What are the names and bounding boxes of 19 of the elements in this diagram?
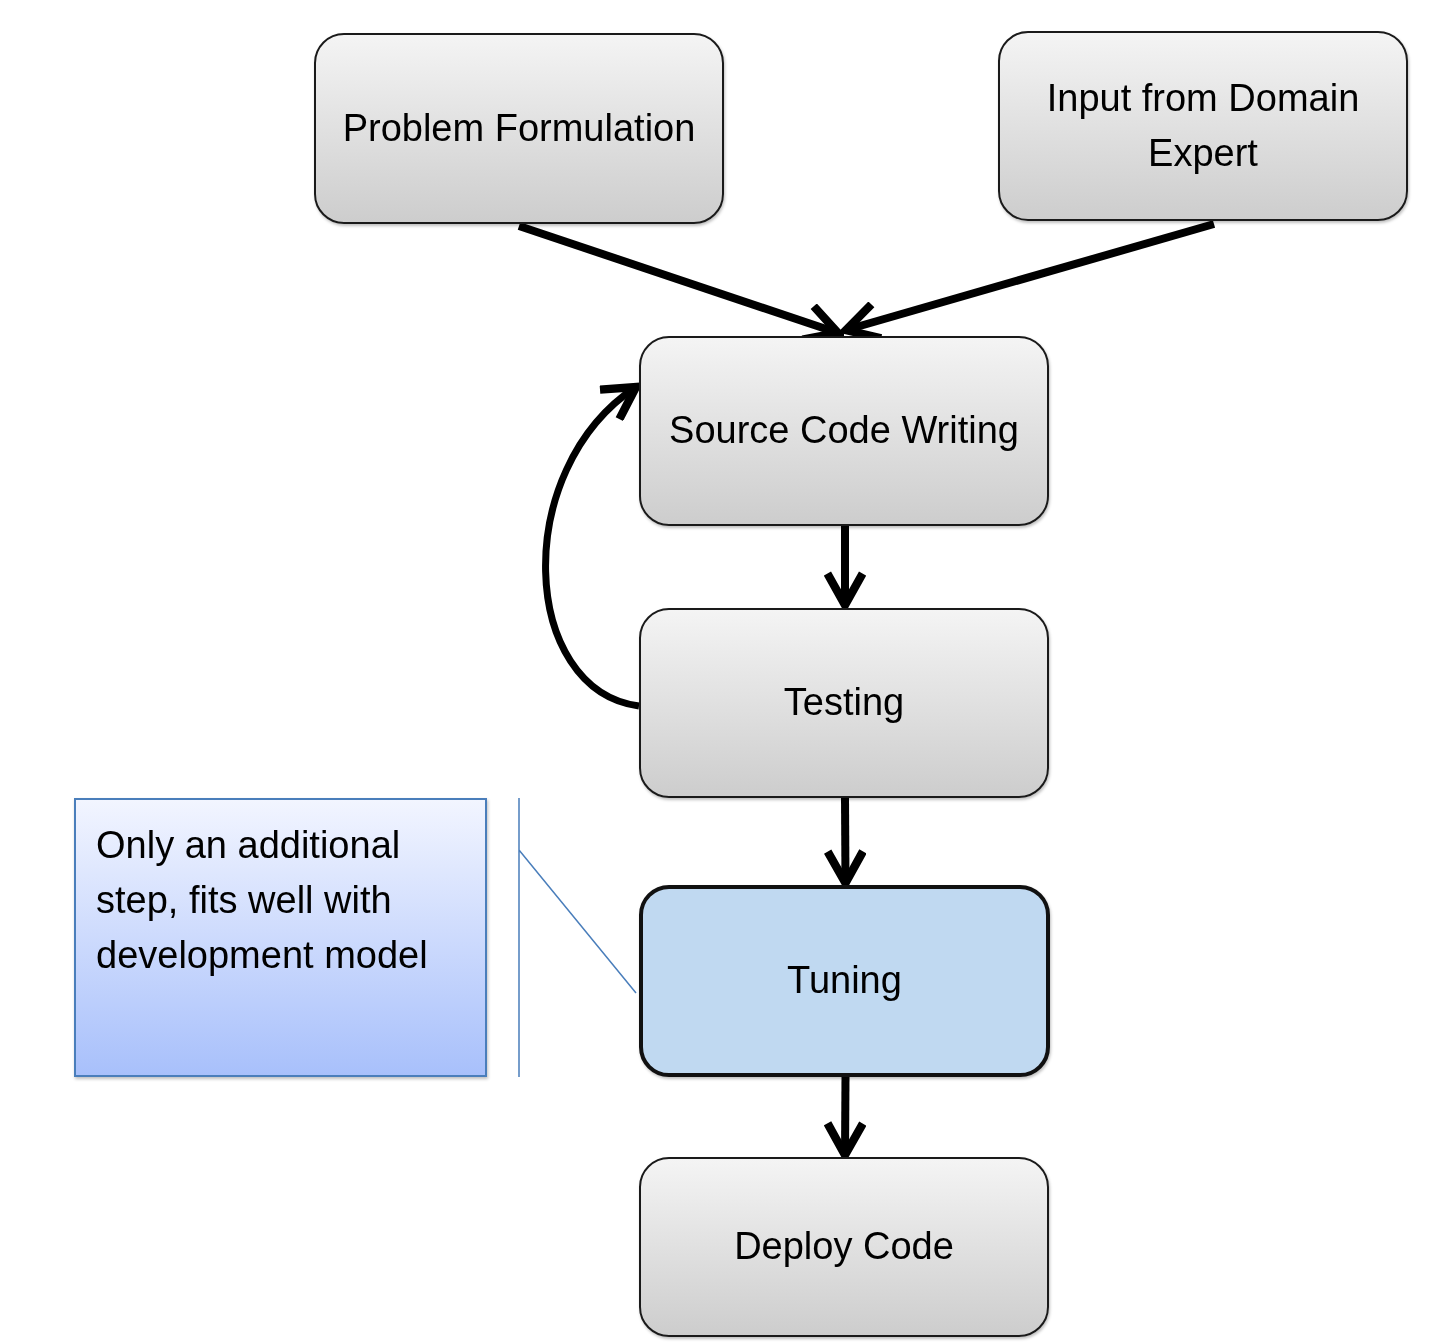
process-box <box>639 1157 1049 1337</box>
process-box <box>639 608 1049 798</box>
callout-box <box>74 798 487 1077</box>
node-label: Source Code Writing <box>669 408 1019 454</box>
process-box <box>314 33 724 224</box>
node-label: Tuning <box>787 958 902 1004</box>
process-box <box>998 31 1408 221</box>
node-label: Only an additional step, fits well with development model <box>96 823 429 979</box>
arrow <box>823 797 868 888</box>
node-label: Problem Formulation <box>342 105 696 151</box>
arrow <box>823 526 867 610</box>
process-box <box>639 336 1049 526</box>
node-label: Testing <box>783 680 905 726</box>
node-label: Input from Domain Expert <box>1045 75 1361 176</box>
node-label: Deploy Code <box>734 1224 954 1270</box>
highlighted-process-box <box>639 885 1050 1077</box>
arrow <box>542 382 641 710</box>
arrow <box>823 1076 868 1160</box>
leader-line <box>518 797 637 1078</box>
